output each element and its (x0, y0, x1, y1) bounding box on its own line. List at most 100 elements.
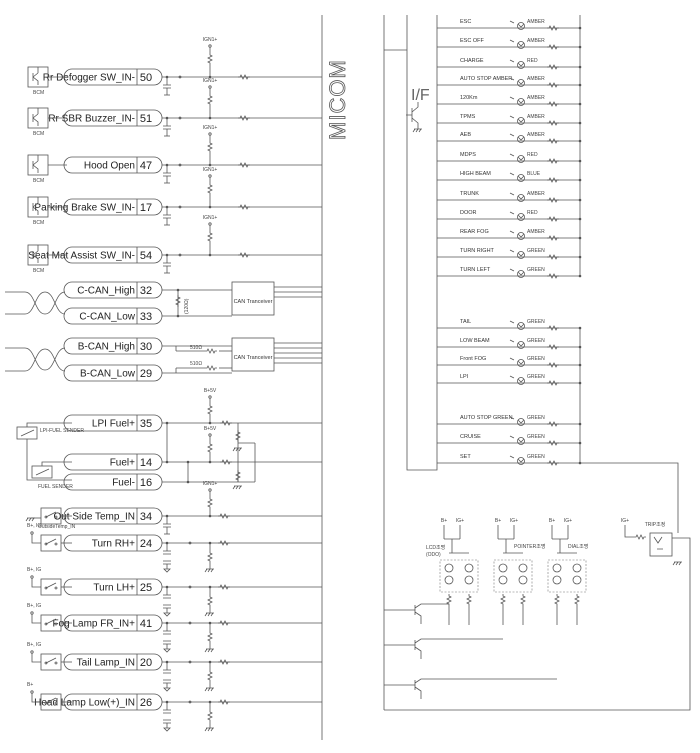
supply-label: IGN1+ (203, 481, 218, 487)
supply-wires (551, 525, 569, 553)
wire (31, 693, 41, 703)
resistor-icon (547, 177, 559, 183)
supply-label: IG+ (456, 518, 464, 524)
led-arrow-icon (509, 59, 525, 67)
resistor-icon (207, 442, 213, 454)
supply-terminal-icon (208, 174, 212, 178)
indicator-name: TPMS (460, 114, 476, 120)
junction-dot (186, 480, 190, 484)
resistor-icon (207, 670, 213, 682)
ground-icon (25, 517, 35, 522)
supply-terminal-icon (30, 575, 34, 579)
connector-pin-number: 34 (140, 511, 152, 523)
resistor-icon (207, 631, 213, 643)
driver-transistor (384, 678, 557, 699)
connector-outline (63, 337, 163, 355)
connector-outline (63, 414, 163, 432)
led-arrow-icon (509, 192, 525, 200)
led-icon (517, 270, 525, 278)
resistor-icon (547, 158, 559, 164)
indicator-color: GREEN (527, 267, 545, 273)
led-icon (517, 232, 525, 240)
resistor-icon (547, 25, 559, 31)
switch-contact (44, 515, 48, 519)
resistor-icon (207, 183, 213, 195)
led-group-label: POINTER조명 (514, 543, 545, 550)
switch-contact (54, 542, 58, 546)
led-arrow-icon (509, 416, 525, 424)
led-icon (517, 194, 525, 202)
wire (31, 578, 41, 588)
indicator-name: TURN LEFT (460, 267, 491, 273)
led-icon (517, 251, 525, 259)
resistor-icon (207, 710, 213, 722)
led-icon (444, 575, 454, 585)
supply-label: IG+ (564, 518, 572, 524)
resistor-icon (547, 421, 559, 427)
supply-terminal-icon (30, 690, 34, 694)
connector-pin-label: B-CAN_Low (80, 369, 136, 380)
lpi-sender-label: LPI-FUEL SENDER (40, 428, 84, 434)
led-icon (464, 575, 474, 585)
supply-label: IGN1+ (203, 215, 218, 221)
led-arrow-icon (509, 39, 525, 47)
resistor-icon (547, 325, 559, 331)
led-icon (517, 341, 525, 349)
connector-outline (63, 109, 163, 127)
ground-icon (412, 128, 422, 133)
resistor-icon (205, 348, 217, 354)
supply-label: IGN1+ (203, 167, 218, 173)
junction-dot (165, 253, 169, 257)
indicator-name: CHARGE (460, 58, 484, 64)
switch-icon (45, 511, 57, 518)
connector-pin-label: Rr Defogger SW_IN- (43, 73, 135, 84)
indicator-color: AMBER (527, 132, 545, 138)
capacitor-icon (163, 262, 171, 267)
switch-icon (45, 697, 57, 704)
indicator-name: REAR FOG (460, 229, 489, 235)
resistor-icon (574, 594, 580, 606)
led-icon (552, 563, 562, 573)
resistor-icon (207, 595, 213, 607)
switch-input-row: Turn RH+24B+, IG (27, 523, 322, 573)
junction-dot (208, 163, 212, 167)
capacitor-icon (163, 214, 171, 219)
led-icon (517, 213, 525, 221)
led-icon (517, 322, 525, 330)
connector-pin-number: 16 (140, 477, 152, 489)
switch-contact (44, 542, 48, 546)
led-icon (517, 437, 525, 445)
ground-icon (204, 727, 214, 732)
diode-icon (178, 116, 182, 120)
connector-outline (63, 534, 163, 552)
connector-outline (63, 614, 163, 632)
indicator-row: TURN LEFT GREEN (437, 267, 582, 279)
resistor-icon (547, 138, 559, 144)
capacitor-icon (163, 630, 171, 645)
led-icon (444, 563, 454, 573)
supply-terminal-icon (208, 488, 212, 492)
connector-pin-label: Fuel+ (110, 458, 135, 469)
resistor-icon (547, 120, 559, 126)
switch-contact (54, 661, 58, 665)
resistor-icon (547, 64, 559, 70)
resistor-icon (218, 540, 230, 546)
supply-terminal-icon (208, 433, 212, 437)
connector-pin-number: 30 (140, 341, 152, 353)
ground-icon (204, 568, 214, 573)
indicator-name: CRUISE (460, 434, 481, 440)
resistor-icon (207, 141, 213, 153)
led-arrow-icon (509, 96, 525, 104)
connector-outline (63, 507, 163, 525)
switch-icon (45, 538, 57, 545)
